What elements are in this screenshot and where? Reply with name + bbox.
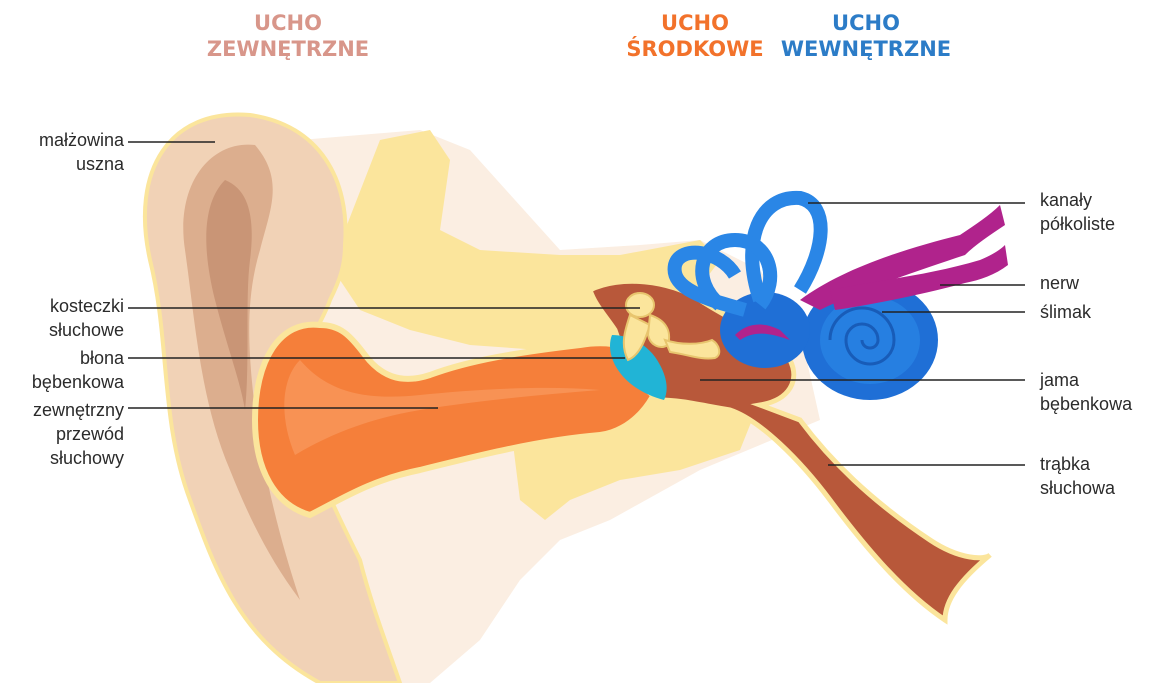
label-cavity-line2: bębenkowa [1040,392,1132,416]
label-auricle-line1: małżowina [39,128,124,152]
label-cavity-line1: jama [1040,368,1132,392]
title-outer-line2: ZEWNĘTRZNE [186,36,390,62]
label-ear-canal-line1: zewnętrzny [33,398,124,422]
label-canals-line1: kanały [1040,188,1115,212]
label-ossicles: kosteczki słuchowe [49,294,124,342]
title-middle-line2: ŚRODKOWE [610,36,780,62]
label-eardrum-line1: błona [32,346,124,370]
label-semicircular-canals: kanały półkoliste [1040,188,1115,236]
label-canals-line2: półkoliste [1040,212,1115,236]
title-inner-line1: UCHO [768,10,964,36]
label-tube-line2: słuchowa [1040,476,1115,500]
title-inner-line2: WEWNĘTRZNE [768,36,964,62]
label-ear-canal-line3: słuchowy [33,446,124,470]
title-middle-line1: UCHO [610,10,780,36]
label-eardrum: błona bębenkowa [32,346,124,394]
label-auricle: małżowina uszna [39,128,124,176]
label-ossicles-line1: kosteczki [49,294,124,318]
label-ear-canal-line2: przewód [33,422,124,446]
label-tube-line1: trąbka [1040,452,1115,476]
label-tympanic-cavity: jama bębenkowa [1040,368,1132,416]
label-nerve-line1: nerw [1040,271,1079,295]
title-outer-line1: UCHO [186,10,390,36]
label-cochlea: ślimak [1040,300,1091,324]
label-eustachian-tube: trąbka słuchowa [1040,452,1115,500]
title-middle-ear: UCHO ŚRODKOWE [610,10,780,62]
title-outer-ear: UCHO ZEWNĘTRZNE [186,10,390,62]
label-ear-canal: zewnętrzny przewód słuchowy [33,398,124,470]
label-ossicles-line2: słuchowe [49,318,124,342]
label-nerve: nerw [1040,271,1079,295]
label-auricle-line2: uszna [39,152,124,176]
label-eardrum-line2: bębenkowa [32,370,124,394]
title-inner-ear: UCHO WEWNĘTRZNE [768,10,964,62]
label-cochlea-line1: ślimak [1040,300,1091,324]
